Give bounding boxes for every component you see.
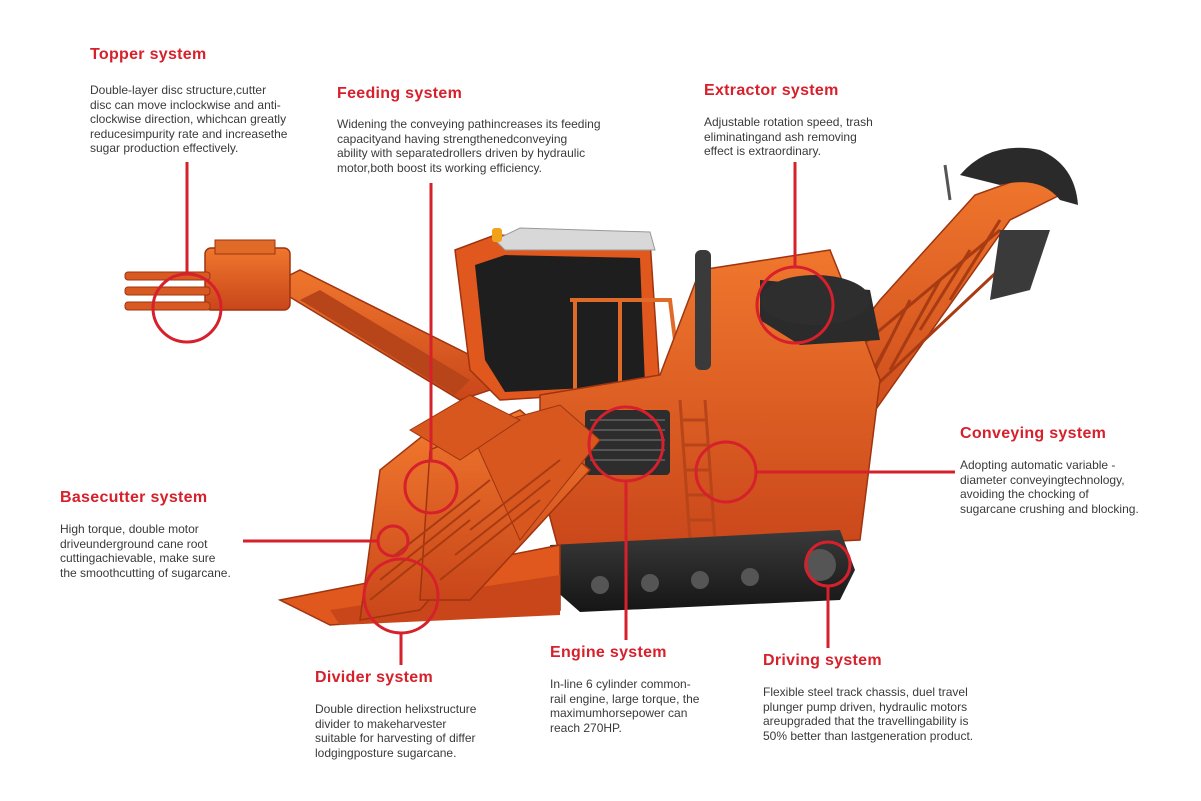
feeding-callout-circle [403, 459, 459, 515]
feeding-desc-line: ability with separatedrollers driven by … [337, 146, 586, 160]
engine-desc-line: In-line 6 cylinder common- [550, 677, 691, 691]
basecutter-title: Basecutter system [60, 489, 208, 506]
divider-desc-line: Double direction helixstructure [315, 702, 477, 716]
extractor-desc-line: Adjustable rotation speed, trash [704, 115, 873, 129]
extractor-title: Extractor system [704, 82, 839, 99]
driving-desc-line: Flexible steel track chassis, duel trave… [763, 685, 968, 699]
topper-desc-line: sugar production effectively. [90, 141, 239, 155]
extractor-desc-line: eliminatingand ash removing [704, 129, 857, 144]
callouts [151, 162, 955, 665]
topper-desc-line: reducesimpurity rate and increasethe [90, 126, 288, 141]
topper-desc-line: Double-layer disc structure,cutter [90, 83, 267, 97]
engine-desc-line: reach 270HP. [550, 720, 622, 735]
feeding-desc-line: capacityand having strengthenedconveying [337, 131, 568, 146]
conveying-description: Adopting automatic variable - diameter c… [960, 458, 1190, 516]
conveying-desc-line: diameter conveyingtechnology, [960, 472, 1125, 487]
elevator-hood [960, 147, 1078, 205]
feeding-desc-line: motor,both boost its working efficiency. [337, 160, 542, 175]
divider-title: Divider system [315, 669, 434, 686]
divider-desc-line: divider to makeharvester [315, 716, 447, 731]
driving-description: Flexible steel track chassis, duel trave… [763, 685, 1023, 743]
basecutter-description: High torque, double motor driveundergrou… [60, 522, 260, 580]
extractor-desc-line: effect is extraordinary. [704, 144, 821, 158]
sugarcane-harvester-illustration [124, 147, 1078, 626]
conveying-title: Conveying system [960, 425, 1107, 442]
basecutter-desc-line: cuttingachievable, make sure [60, 551, 216, 565]
conveying-desc-line: Adopting automatic variable - [960, 458, 1116, 472]
extractor-description: Adjustable rotation speed, trash elimina… [704, 115, 924, 159]
basecutter-desc-line: driveunderground cane root [60, 536, 208, 551]
engine-desc-line: maximumhorsepower can [550, 706, 688, 720]
topper-callout-circle [151, 272, 223, 344]
basecutter-callout-circle [376, 524, 410, 558]
basecutter-desc-line: High torque, double motor [60, 522, 199, 536]
feeding-desc-line: Widening the conveying pathincreases its… [337, 117, 601, 131]
conveying-desc-line: avoiding the chocking of [960, 487, 1089, 501]
topper-desc-line: clockwise direction, whichcan greatly [90, 112, 287, 126]
feeding-description: Widening the conveying pathincreases its… [337, 117, 657, 175]
extractor-callout-circle [755, 265, 835, 345]
basecutter-desc-line: the smoothcutting of sugarcane. [60, 565, 231, 580]
topper-description: Double-layer disc structure,cutter disc … [90, 83, 340, 156]
driving-desc-line: areupgraded that the travellingability i… [763, 714, 969, 728]
driving-desc-line: plunger pump driven, hydraulic motors [763, 699, 968, 714]
divider-desc-line: lodgingposture sugarcane. [315, 745, 457, 760]
engine-description: In-line 6 cylinder common- rail engine, … [550, 677, 740, 735]
feeding-title: Feeding system [337, 85, 463, 102]
engine-desc-line: rail engine, large torque, the [550, 691, 700, 706]
conveying-desc-line: sugarcane crushing and blocking. [960, 501, 1139, 516]
divider-description: Double direction helixstructure divider … [315, 702, 525, 760]
divider-desc-line: suitable for harvesting of differ [315, 731, 476, 745]
topper-desc-line: disc can move inclockwise and anti- [90, 97, 281, 112]
engine-title: Engine system [550, 644, 667, 661]
topper-head [204, 247, 291, 311]
topper-title: Topper system [90, 46, 207, 63]
engine-grille [585, 410, 670, 475]
driving-title: Driving system [763, 652, 882, 669]
driving-desc-line: 50% better than lastgeneration product. [763, 728, 974, 743]
